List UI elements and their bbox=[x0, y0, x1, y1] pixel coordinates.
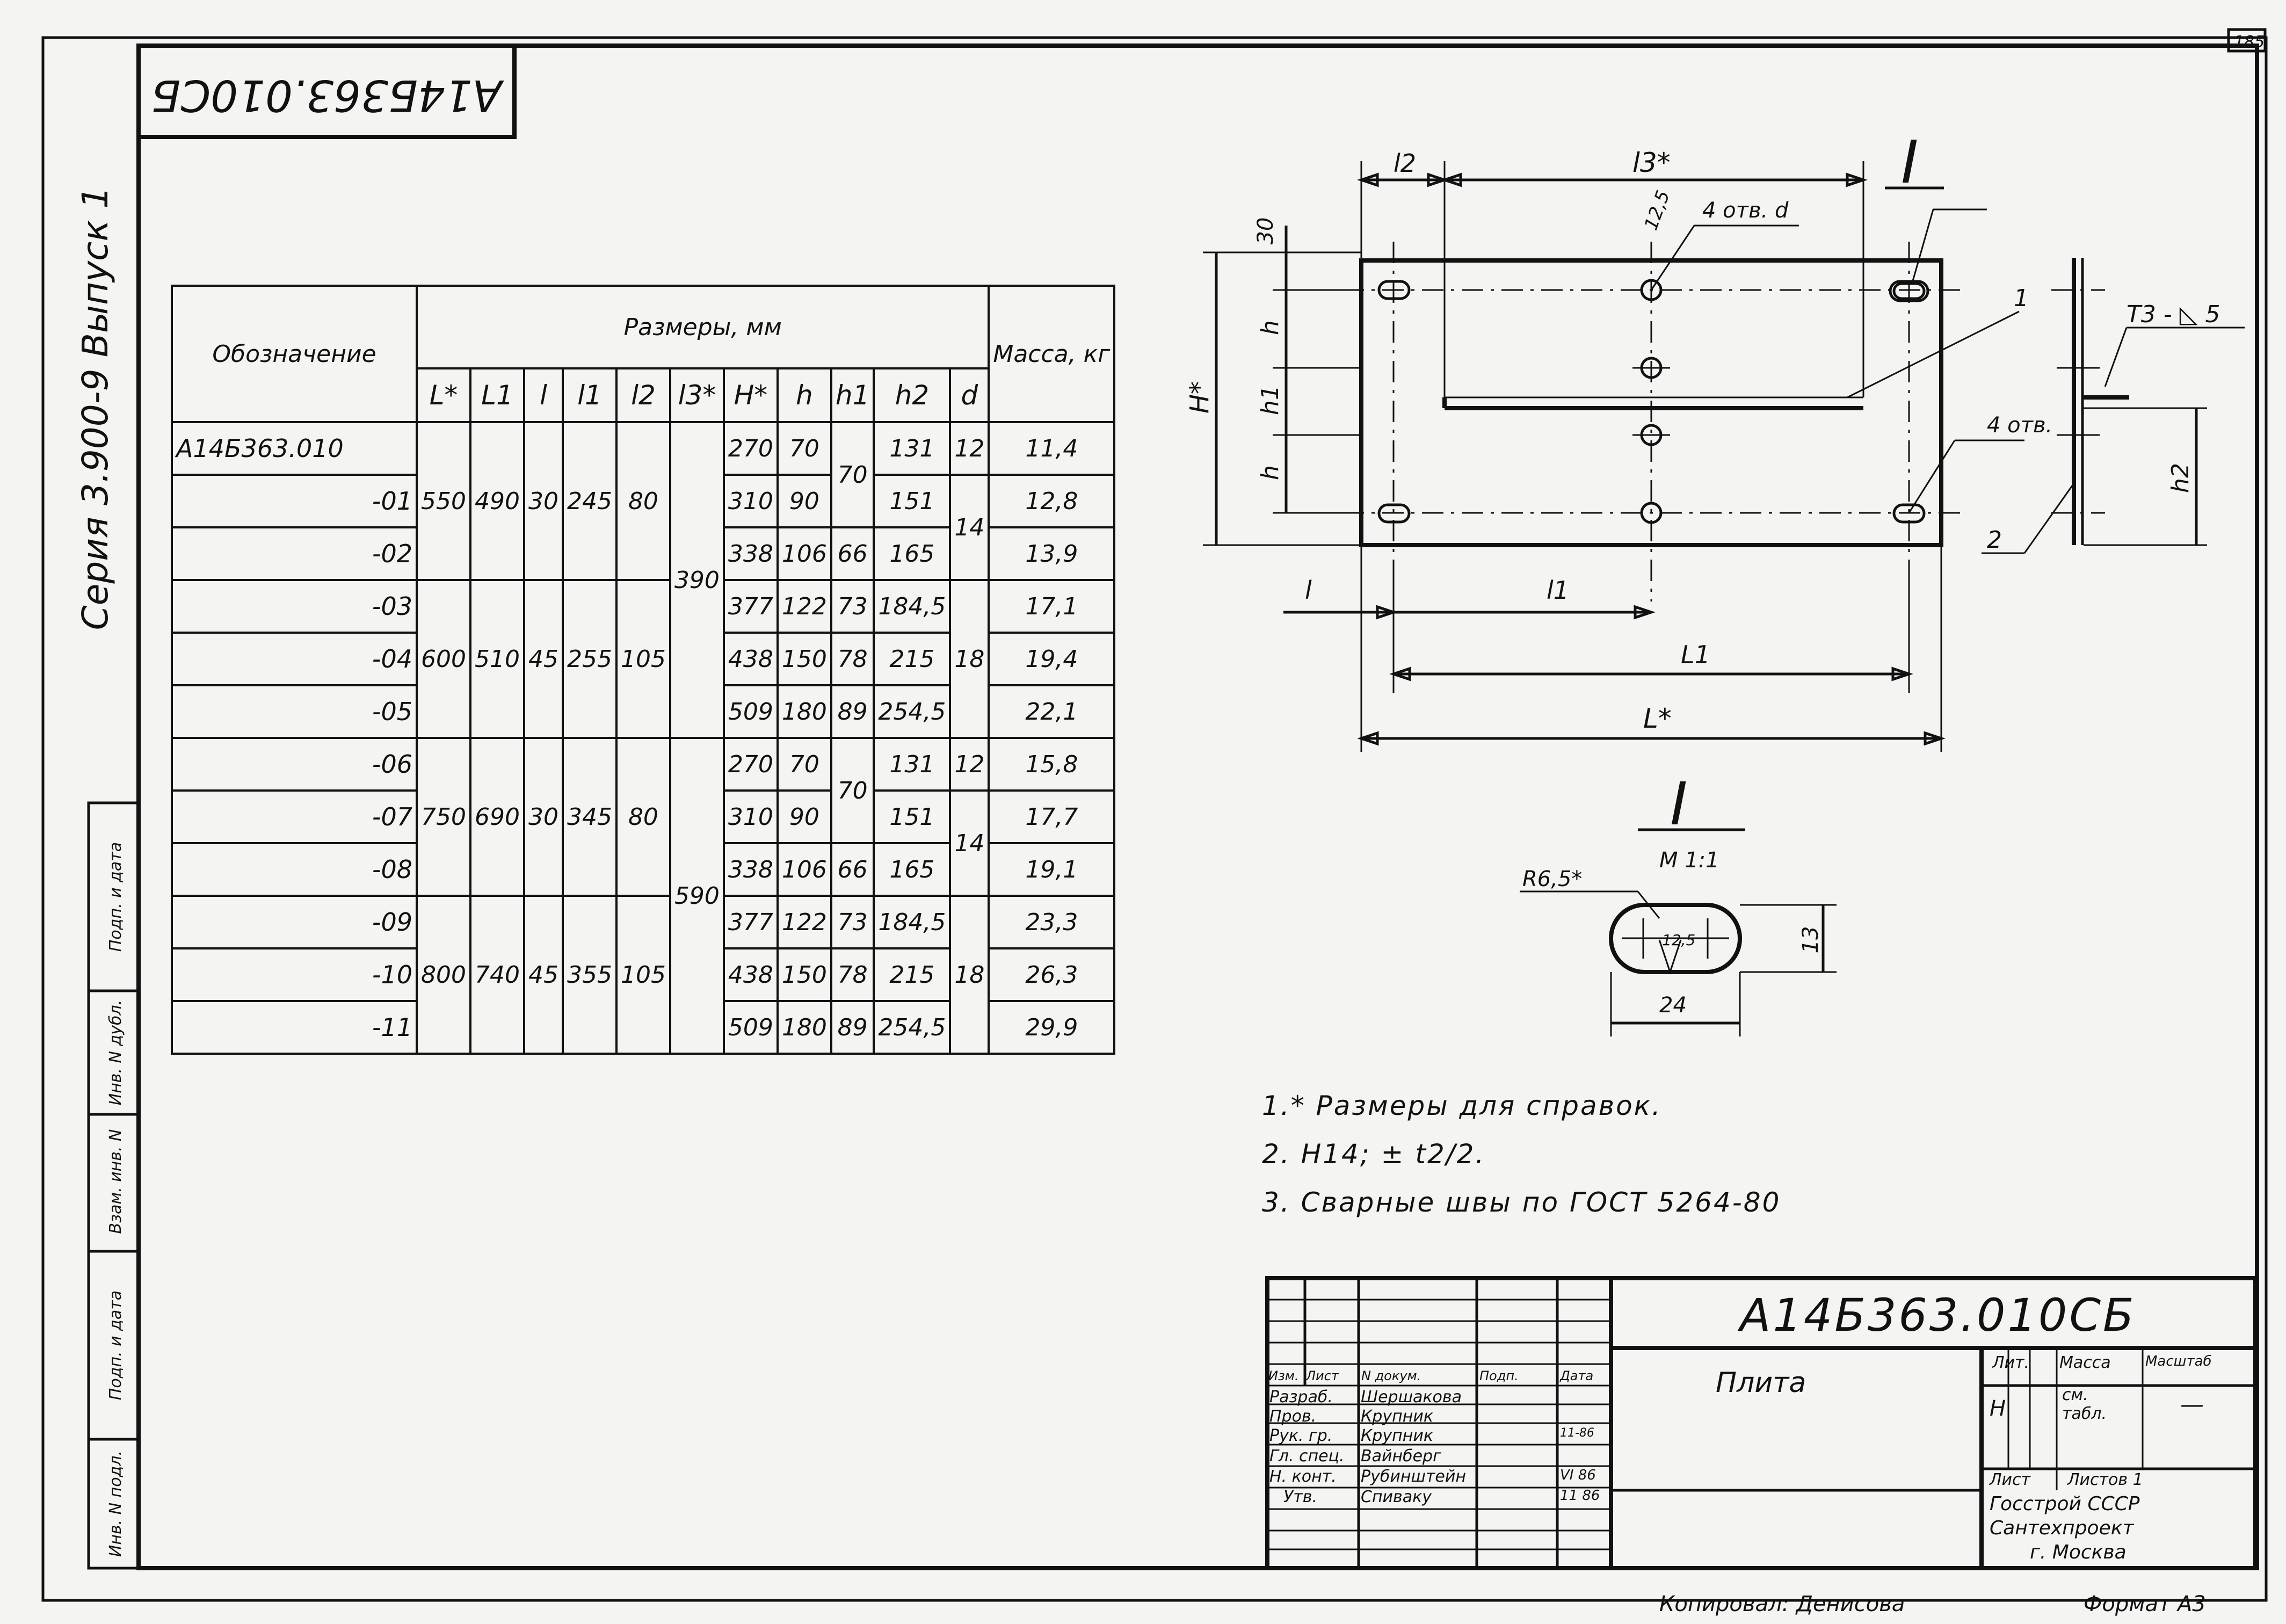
holes-note: 4 отв. d bbox=[1702, 198, 1789, 223]
dim-label: l1 bbox=[1547, 576, 1569, 605]
table-row: -05 509 180 89 254,5 22,1 bbox=[171, 684, 1116, 739]
spec-table: Обозначение Размеры, мм Масса, кг L* L1 … bbox=[171, 285, 1116, 1055]
detail-scale: М 1:1 bbox=[1659, 848, 1719, 873]
sub-header: h1 bbox=[830, 367, 875, 423]
sub-header: H* bbox=[722, 367, 779, 423]
dim-label: 12,5 bbox=[1641, 187, 1674, 233]
col-mass: Масса, кг bbox=[988, 285, 1116, 423]
detail-title: I bbox=[1670, 770, 1687, 838]
round-hole bbox=[1640, 502, 1663, 524]
dim-label: L* bbox=[1643, 703, 1672, 734]
sub-header: d bbox=[949, 367, 990, 423]
sub-header: h2 bbox=[873, 367, 952, 423]
dim-label: l bbox=[1305, 576, 1312, 605]
outer-border bbox=[41, 36, 2268, 1602]
dim-label: L1 bbox=[1681, 640, 1710, 669]
dim-label: R6,5* bbox=[1522, 867, 1582, 891]
table-row: -07 310 90 151 14 17,7 bbox=[171, 789, 1116, 897]
detail-mark: I bbox=[1901, 128, 1918, 197]
dim-label: l3* bbox=[1632, 147, 1671, 178]
col-designation: Обозначение bbox=[171, 285, 418, 423]
margin-label: Подп. и дата bbox=[106, 1291, 125, 1400]
dim-label: h bbox=[1257, 320, 1284, 335]
slot-hole bbox=[1377, 503, 1411, 524]
margin-label: Взам. инв. N bbox=[106, 1129, 125, 1234]
dim-label: 30 bbox=[1253, 218, 1278, 245]
stamp-code: А14Б363.010СБ bbox=[151, 70, 505, 120]
sub-header: l2 bbox=[615, 367, 671, 423]
table-row: -02 338 106 66 165 13,9 bbox=[171, 526, 1116, 581]
margin-label: Инв. N подл. bbox=[106, 1451, 125, 1557]
dim-label: 13 bbox=[1798, 926, 1823, 954]
title-code: А14Б363.010СБ bbox=[1740, 1289, 2136, 1342]
holes-note: 4 отв. bbox=[1987, 413, 2052, 438]
sub-header: L1 bbox=[469, 367, 525, 423]
sheet-number-box bbox=[2227, 28, 2267, 53]
margin-label: Инв. N дубл. bbox=[106, 1000, 125, 1106]
dim-label: 12,5 bbox=[1662, 931, 1695, 949]
table-row: -11 509 180 89 254,5 29,9 bbox=[171, 1000, 1116, 1055]
sub-header: L* bbox=[416, 367, 471, 423]
margin-strip bbox=[87, 801, 140, 1570]
format-label: Формат А3 bbox=[2084, 1592, 2206, 1616]
table-row: -03 600 510 45 255 105 377 122 73 184,5 … bbox=[171, 579, 1116, 739]
callout: 2 bbox=[1987, 526, 2002, 554]
table-row: -09 800 740 45 355 105 377 122 73 184,5 … bbox=[171, 895, 1116, 1055]
dim-label: H* bbox=[1185, 381, 1215, 414]
note: 1.* Размеры для справок. bbox=[1262, 1090, 1662, 1121]
dim-label: 24 bbox=[1659, 993, 1687, 1018]
detail-slot bbox=[1609, 903, 1742, 974]
copied-by: Копировал: Денисова bbox=[1659, 1592, 1905, 1616]
note: 2. Н14; ± t2/2. bbox=[1262, 1139, 1486, 1170]
dim-label: h bbox=[1257, 465, 1284, 480]
slot-hole bbox=[1892, 503, 1926, 524]
dim-label: h1 bbox=[1257, 385, 1284, 415]
series-label: Серия 3.900-9 Выпуск 1 bbox=[75, 186, 116, 630]
slot-hole bbox=[1377, 280, 1411, 300]
col-dimensions: Размеры, мм bbox=[415, 285, 990, 369]
note: 3. Сварные швы по ГОСТ 5264-80 bbox=[1262, 1187, 1781, 1218]
table-row: -04 438 150 78 215 19,4 bbox=[171, 632, 1116, 686]
dim-label: l2 bbox=[1394, 149, 1416, 178]
title-name: Плита bbox=[1716, 1367, 1806, 1399]
sub-header: l bbox=[522, 367, 564, 423]
table-row: -10 438 150 78 215 26,3 bbox=[171, 947, 1116, 1002]
table-row: А14Б363.010 550 490 30 245 80 390 270 70… bbox=[171, 421, 1116, 739]
weld-symbol: Т3 - ◺ 5 bbox=[2127, 301, 2220, 328]
slot-hole bbox=[1889, 280, 1929, 302]
sub-header: l3* bbox=[669, 367, 725, 423]
table-row: -06 750 690 30 345 80 590 270 70 70 131 … bbox=[171, 737, 1116, 1055]
callout: 1 bbox=[2014, 285, 2029, 312]
table-row: -01 310 90 151 14 12,8 bbox=[171, 474, 1116, 581]
sub-header: h bbox=[776, 367, 832, 423]
title-block: А14Б363.010СБ Плита Изм. Лист N докум. П… bbox=[1268, 1289, 2212, 1563]
table-row: -08 338 106 66 165 19,1 bbox=[171, 842, 1116, 897]
sheet-number: 185 bbox=[2234, 33, 2265, 52]
margin-label: Подп. и дата bbox=[106, 842, 125, 952]
sub-header: l1 bbox=[561, 367, 618, 423]
round-hole bbox=[1640, 279, 1663, 301]
dim-label: h2 bbox=[2167, 463, 2194, 493]
stamp-box bbox=[136, 44, 517, 139]
